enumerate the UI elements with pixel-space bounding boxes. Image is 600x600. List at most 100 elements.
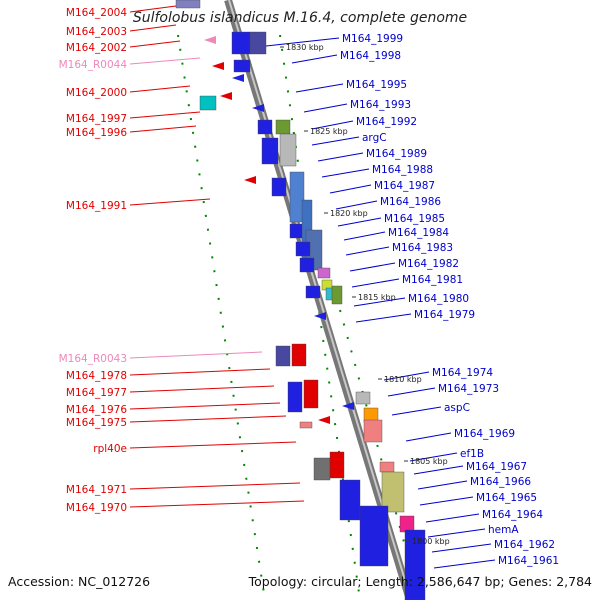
gene-feature [261, 137, 279, 165]
left-gene-label: M164_1975 [66, 417, 127, 429]
gene-arrow [252, 104, 264, 112]
leader-line [129, 111, 201, 119]
kbp-marker-label: 1820 kbp [330, 209, 368, 218]
leader-line [343, 231, 386, 241]
leader-line [129, 125, 197, 133]
gene-feature [199, 95, 217, 111]
right-gene-label: M164_1992 [356, 116, 417, 128]
gene-feature [287, 381, 303, 413]
right-gene-label: M164_1995 [346, 79, 407, 91]
kbp-marker-label: 1810 kbp [384, 375, 422, 384]
leader-line [129, 415, 287, 423]
left-gene-label: M164_2003 [66, 26, 127, 38]
leader-line [355, 313, 412, 323]
leader-line [129, 402, 281, 410]
leader-line [265, 37, 340, 47]
gene-feature [279, 133, 297, 167]
gene-feature [303, 379, 319, 409]
leader-line [303, 103, 348, 113]
right-gene-label: M164_1984 [388, 227, 449, 239]
right-gene-label: aspC [444, 402, 470, 414]
gene-feature [289, 171, 305, 223]
gene-arrow [318, 416, 330, 424]
gene-feature [355, 391, 371, 405]
leader-line [311, 136, 360, 146]
right-gene-label: M164_1982 [398, 258, 459, 270]
leader-line [129, 24, 177, 32]
gene-feature [359, 505, 389, 567]
gene-feature [233, 59, 251, 73]
right-gene-label: M164_1981 [402, 274, 463, 286]
kbp-marker-label: 1830 kbp [286, 43, 324, 52]
right-gene-label: M164_1965 [476, 492, 537, 504]
leader-line [349, 262, 396, 272]
accession-text: Accession: NC_012726 [8, 574, 150, 589]
leader-line [295, 83, 344, 93]
left-gene-label: M164_1970 [66, 502, 127, 514]
leader-line [413, 465, 464, 475]
right-gene-label: M164_1964 [482, 509, 543, 521]
leader-line [417, 480, 468, 490]
right-gene-label: M164_1980 [408, 293, 469, 305]
leader-line [387, 387, 436, 397]
gene-feature [271, 177, 287, 197]
right-gene-label: M164_1993 [350, 99, 411, 111]
gene-feature [275, 345, 291, 367]
leader-line [353, 297, 406, 307]
gene-feature [363, 419, 383, 443]
leader-line [129, 385, 275, 393]
gene-arrow [220, 92, 232, 100]
leader-line [405, 432, 452, 442]
left-gene-label: M164_R0044 [59, 59, 128, 71]
gene-feature [317, 267, 331, 279]
leader-line [427, 528, 486, 538]
gene-feature [231, 31, 251, 55]
gene-arrow [342, 402, 354, 410]
leader-line [419, 496, 474, 506]
gene-arrow [244, 176, 256, 184]
leader-line [129, 5, 177, 13]
right-gene-label: M164_1989 [366, 148, 427, 160]
left-gene-label: M164_1996 [66, 127, 127, 139]
right-gene-label: M164_1966 [470, 476, 531, 488]
leader-line [391, 406, 442, 416]
gene-feature [299, 257, 315, 273]
gene-feature [249, 31, 267, 55]
left-guide-line [177, 34, 266, 600]
gene-feature [305, 285, 321, 299]
leader-line [311, 120, 354, 130]
right-gene-label: M164_1969 [454, 428, 515, 440]
left-gene-label: M164_1971 [66, 484, 127, 496]
left-gene-label: M164_1991 [66, 200, 127, 212]
right-gene-label: M164_1998 [340, 50, 401, 62]
gene-feature [339, 479, 361, 521]
left-gene-label: M164_R0043 [59, 353, 127, 365]
map-title: Sulfolobus islandicus M.16.4, complete g… [133, 10, 467, 26]
gene-feature [313, 457, 331, 481]
leader-line [335, 200, 378, 210]
leader-line [129, 482, 301, 490]
leader-line [329, 184, 372, 194]
right-gene-label: M164_1967 [466, 461, 527, 473]
gene-arrow [314, 312, 326, 320]
gene-feature [379, 461, 395, 473]
leader-line [129, 351, 263, 359]
leader-line [383, 371, 430, 381]
right-gene-label: M164_1974 [432, 367, 493, 379]
gene-feature [404, 529, 426, 600]
right-gene-label: M164_1999 [342, 33, 403, 45]
gene-feature [331, 285, 343, 305]
leader-line [129, 368, 271, 376]
gene-feature [275, 119, 291, 135]
right-gene-label: argC [362, 132, 387, 144]
gene-feature [399, 515, 415, 533]
genome-backbone-highlight [228, 0, 412, 600]
right-gene-label: M164_1973 [438, 383, 499, 395]
gene-feature [257, 119, 273, 135]
gene-feature [295, 241, 311, 257]
right-gene-label: M164_1983 [392, 242, 453, 254]
right-gene-label: M164_1988 [372, 164, 433, 176]
right-gene-label: ef1B [460, 448, 484, 460]
